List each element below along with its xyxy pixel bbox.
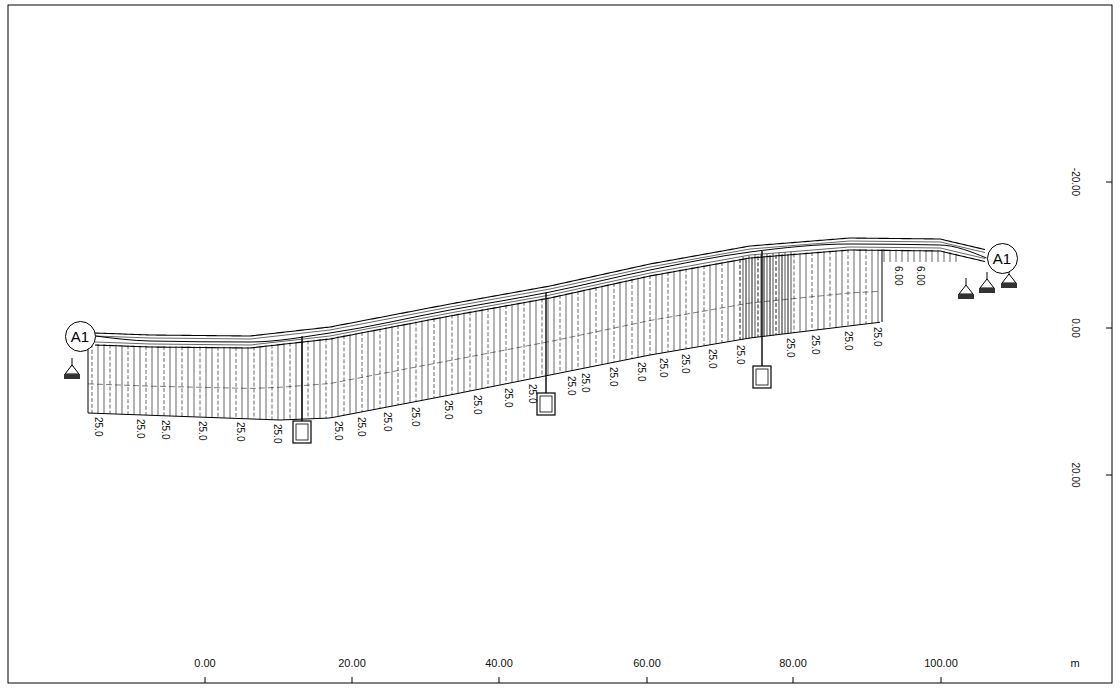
load-value: 25.0 [872, 327, 882, 346]
load-value: 25.0 [443, 400, 453, 419]
load-value: 25.0 [527, 384, 537, 403]
axis-label: 60.00 [633, 658, 661, 669]
load-value: 25.0 [382, 412, 392, 431]
load-value: 25.0 [93, 417, 103, 436]
load-value: 25.0 [580, 373, 590, 392]
load-value: 25.0 [608, 367, 618, 386]
axis-label: 80.00 [779, 658, 807, 669]
load-value: 25.0 [680, 354, 690, 373]
axis-label: m [1070, 658, 1079, 669]
plot-frame [8, 5, 1112, 683]
abutment-marker: A1 [65, 321, 96, 352]
load-value: 25.0 [843, 331, 853, 350]
axis-label: 40.00 [485, 658, 513, 669]
axis-label: 0.00 [194, 658, 215, 669]
pier-symbol [293, 251, 771, 443]
abutment-label: A1 [71, 329, 89, 344]
support-symbol [64, 267, 1017, 379]
load-value: 25.0 [235, 422, 245, 441]
load-value: 25.0 [810, 335, 820, 354]
abutment-label: A1 [993, 251, 1011, 266]
load-value: 25.0 [356, 417, 366, 436]
load-value: 25.0 [333, 421, 343, 440]
axis-label: -20.00 [1070, 168, 1080, 196]
deck-centreline [96, 244, 987, 342]
load-value: 25.0 [735, 345, 745, 364]
load-value: 25.0 [566, 376, 576, 395]
load-value: 25.0 [472, 395, 482, 414]
load-value: 25.0 [135, 419, 145, 438]
load-value: 25.0 [160, 420, 170, 439]
load-value: 25.0 [410, 407, 420, 426]
axis-tick [205, 182, 1112, 683]
load-value: 25.0 [658, 358, 668, 377]
axis-label: 100.00 [924, 658, 958, 669]
axis-label: 20.00 [338, 658, 366, 669]
load-value: 6.00 [893, 266, 903, 285]
load-value: 25.0 [707, 349, 717, 368]
load-value: 6.00 [915, 266, 925, 285]
axis-label: 20.00 [1070, 462, 1080, 487]
load-extrusion [88, 249, 956, 420]
load-value: 25.0 [636, 362, 646, 381]
abutment-marker: A1 [987, 243, 1018, 274]
load-value: 25.0 [503, 388, 513, 407]
load-value: 25.0 [197, 421, 207, 440]
load-value: 25.0 [272, 424, 282, 443]
axis-label: 0.00 [1070, 318, 1080, 337]
load-value: 25.0 [785, 338, 795, 357]
